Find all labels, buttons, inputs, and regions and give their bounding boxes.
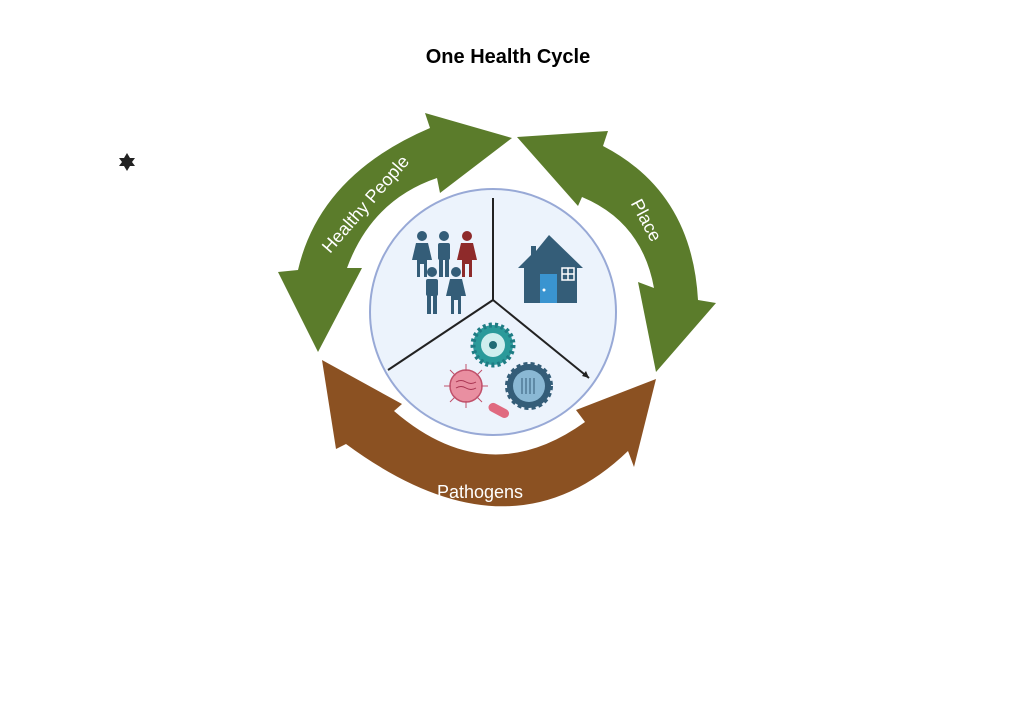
virus-icon: [444, 364, 488, 408]
circle-dividers: [387, 198, 590, 379]
place-arrow: [517, 131, 716, 372]
pathogens-label: Pathogens: [437, 482, 523, 502]
pathogens-arrow: [322, 360, 656, 507]
people-icon: [412, 231, 477, 314]
bacteria-icon: [488, 402, 510, 418]
star-icon: [119, 153, 135, 171]
page-title: One Health Cycle: [425, 46, 591, 68]
house-icon: [518, 235, 583, 303]
virus-icon: [470, 322, 516, 368]
virus-icon: [505, 362, 553, 410]
healthy-people-arrow: [278, 113, 512, 352]
